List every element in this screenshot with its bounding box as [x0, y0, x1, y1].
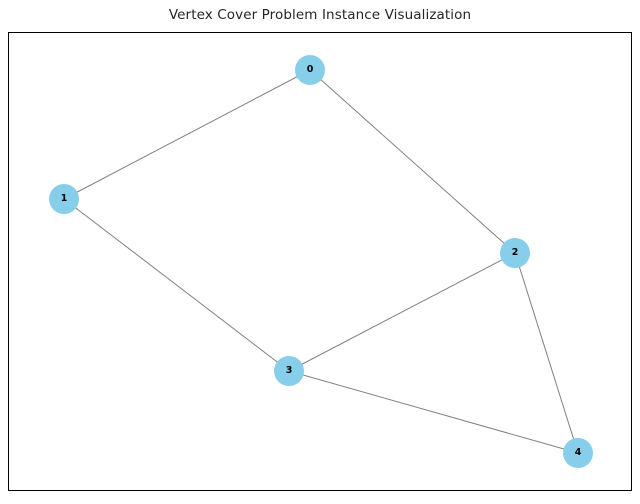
graph-node-1[interactable]: 1	[49, 184, 79, 214]
graph-node-label: 4	[574, 447, 582, 459]
graph-node-label: 0	[306, 64, 314, 76]
graph-node-4[interactable]: 4	[563, 438, 593, 468]
graph-node-3[interactable]: 3	[274, 356, 304, 386]
page-title: Vertex Cover Problem Instance Visualizat…	[168, 7, 472, 23]
graph-node-0[interactable]: 0	[295, 55, 325, 85]
graph-node-label: 3	[285, 365, 293, 377]
graph-node-2[interactable]: 2	[500, 238, 530, 268]
graph-node-label: 1	[60, 193, 68, 205]
graph-node-label: 2	[511, 247, 519, 259]
axes-frame	[8, 32, 632, 491]
